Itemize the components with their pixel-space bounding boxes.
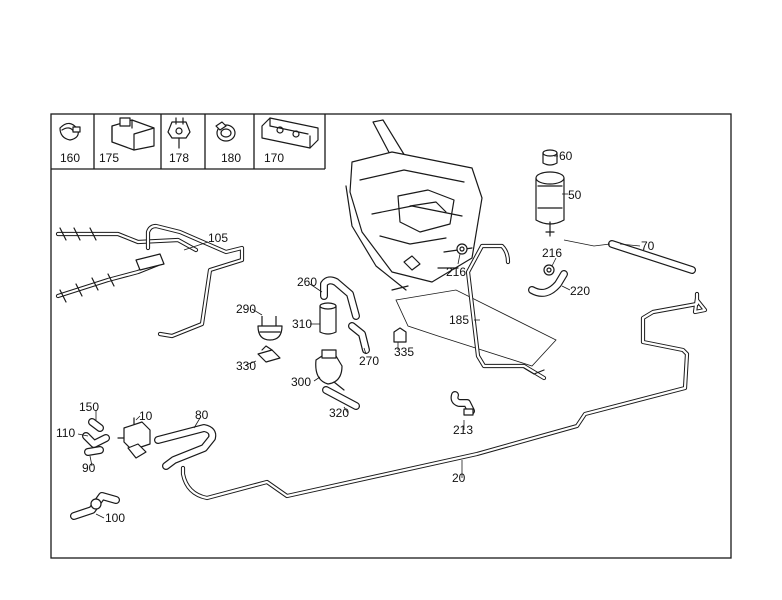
part-label-310: 310: [292, 317, 312, 331]
clamp-180-icon: [215, 121, 236, 142]
part-label-20: 20: [452, 471, 466, 485]
part-label-330: 330: [236, 359, 256, 373]
clip-330: [257, 345, 281, 363]
bracket-175-icon: [111, 117, 155, 151]
part-label-100: 100: [105, 511, 125, 525]
part-label-50: 50: [568, 188, 582, 202]
valve-300: [315, 349, 345, 391]
part-label-213: 213: [453, 423, 473, 437]
part-label-105: 105: [208, 231, 228, 245]
part-label-70: 70: [641, 239, 655, 253]
part-label-320: 320: [329, 406, 349, 420]
part-label-80: 80: [195, 408, 209, 422]
part-label-90: 90: [82, 461, 96, 475]
legend-label-175: 175: [99, 151, 119, 165]
part-label-290: 290: [236, 302, 256, 316]
hose-80: [154, 424, 217, 470]
clamp-216-left: [456, 243, 468, 255]
part-label-10: 10: [139, 409, 153, 423]
valve-290: [257, 316, 283, 341]
part-label-216-right: 216: [542, 246, 562, 260]
part-label-220: 220: [570, 284, 590, 298]
part-label-300: 300: [291, 375, 311, 389]
charcoal-canister-50: [535, 171, 565, 237]
part-label-216-left: 216: [446, 265, 466, 279]
clip-178-icon: [167, 117, 191, 149]
fuel-line-20: [180, 291, 708, 501]
hose-270: [348, 322, 370, 354]
diagram-frame: [50, 113, 732, 559]
part-label-110: 110: [56, 426, 75, 440]
part-label-260: 260: [297, 275, 317, 289]
legend-panel: [51, 114, 326, 170]
hose-100: [70, 492, 120, 520]
tube-320: [322, 386, 360, 410]
fuel-line-105: [55, 223, 245, 339]
part-label-60: 60: [559, 149, 573, 163]
clip-335: [393, 327, 407, 343]
leader-lines: [77, 155, 641, 519]
hose-260: [320, 276, 360, 320]
sleeve-310: [319, 302, 337, 335]
part-label-270: 270: [359, 354, 379, 368]
legend-label-170: 170: [264, 151, 284, 165]
cap-60: [542, 149, 558, 166]
legend-label-180: 180: [221, 151, 241, 165]
valve-10: [117, 417, 151, 459]
part-90: [84, 446, 104, 456]
clamp-160-icon: [59, 122, 81, 141]
part-150: [88, 418, 104, 432]
holder-170-icon: [261, 117, 319, 149]
fuel-line-185: [465, 243, 547, 381]
part-label-335: 335: [394, 345, 414, 359]
legend-label-178: 178: [169, 151, 189, 165]
part-label-150: 150: [79, 400, 99, 414]
hose-220: [528, 270, 568, 297]
part-110: [82, 432, 110, 448]
clamp-216-right: [543, 264, 555, 276]
hose-70: [608, 240, 696, 274]
legend-label-160: 160: [60, 151, 80, 165]
fuel-tank-assembly: [345, 119, 557, 367]
part-label-185: 185: [449, 313, 469, 327]
elbow-213: [450, 391, 475, 416]
